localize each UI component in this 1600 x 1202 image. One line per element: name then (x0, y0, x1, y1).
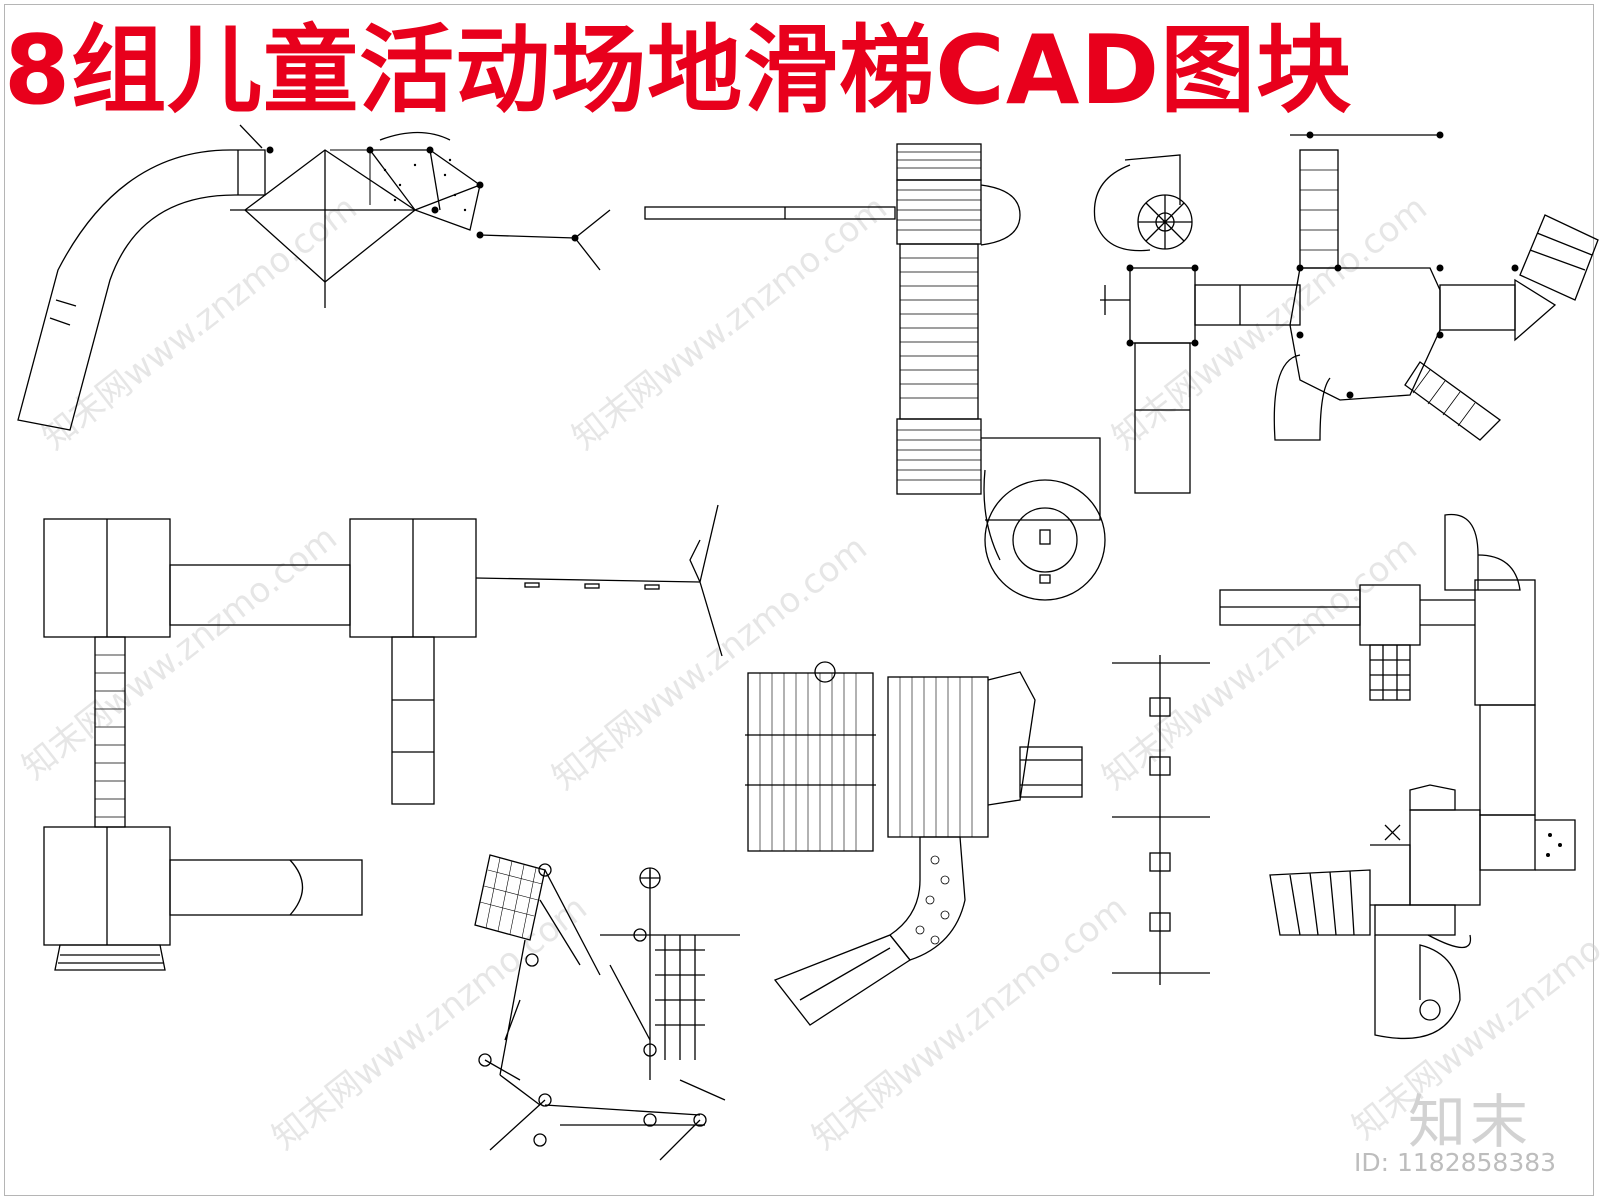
slide-block-4 (43, 504, 723, 971)
slide-block-1 (17, 124, 611, 431)
page-title: 8组儿童活动场地滑梯CAD图块 (4, 16, 1353, 126)
slide-block-8 (1219, 513, 1576, 1039)
slide-block-7 (1112, 655, 1210, 985)
slide-block-2 (644, 143, 1106, 601)
slide-block-5 (474, 854, 740, 1161)
brand-logo: 知末 (1408, 1088, 1533, 1156)
slide-block-6 (745, 661, 1083, 1026)
drawing-frame (4, 4, 1594, 1196)
image-id: ID: 1182858383 (1354, 1148, 1557, 1177)
slide-block-3 (1093, 131, 1599, 494)
